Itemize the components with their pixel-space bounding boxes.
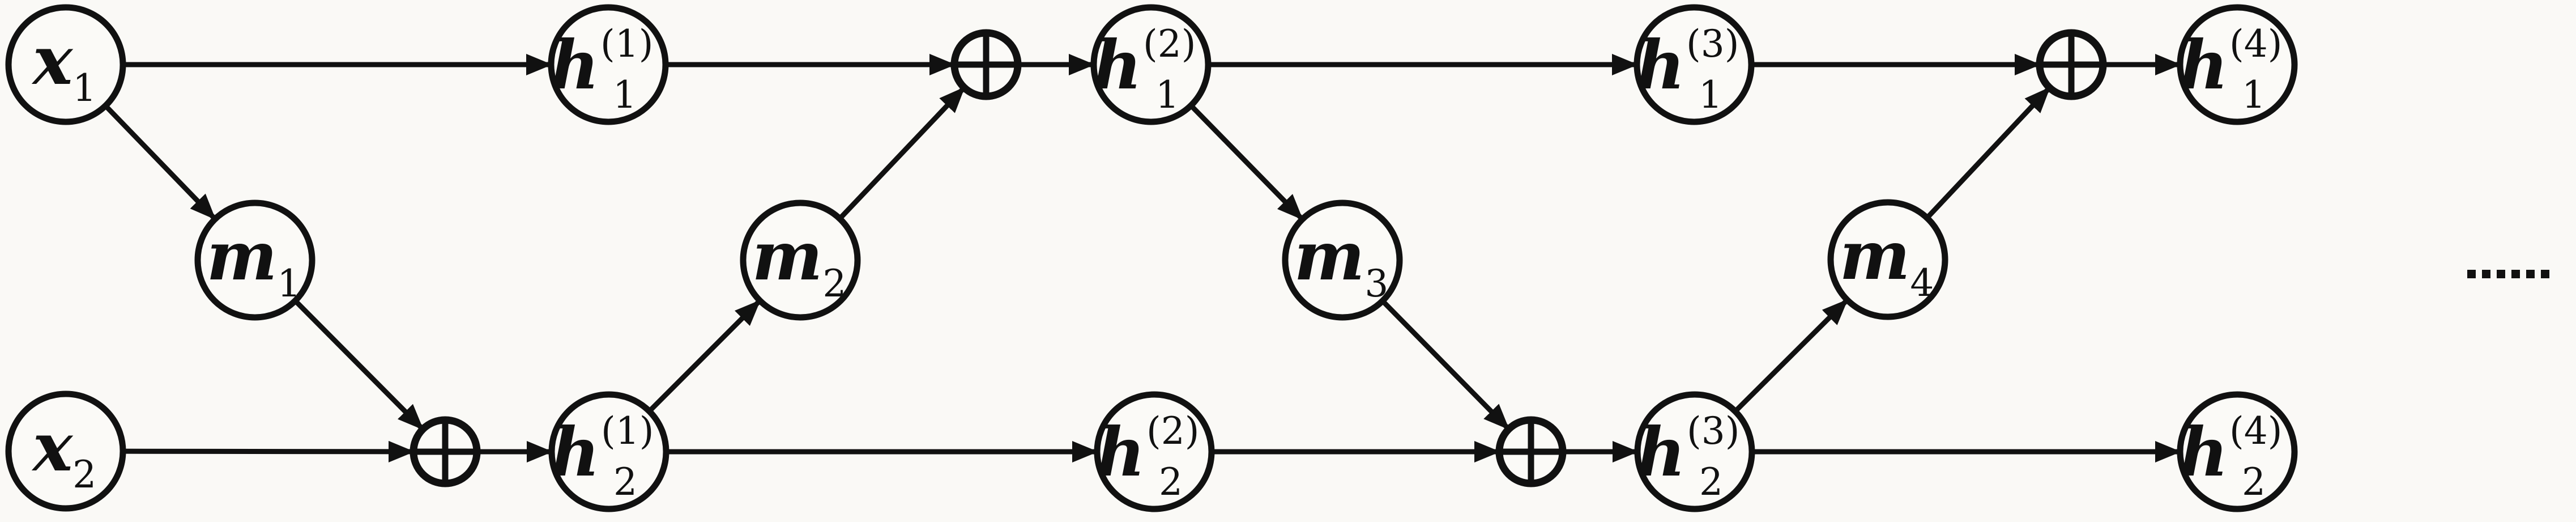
ellipsis-dot — [2526, 270, 2535, 278]
edge-m2-to-plus_t1 — [837, 86, 966, 222]
node-m2: m2 — [740, 200, 861, 321]
node-label: x1 — [31, 21, 96, 110]
node-h1_3: h(3) 1 — [1634, 4, 1755, 125]
node-h1_1: h(1) 1 — [548, 4, 669, 125]
node-label-subscript: 2 — [1159, 460, 1183, 504]
node-label-subscript: 1 — [613, 73, 637, 117]
ellipsis-dot — [2482, 270, 2490, 278]
node-h2_4: h(4) 2 — [2177, 391, 2298, 512]
node-label-superscript: (3) — [1686, 22, 1739, 66]
node-circle — [740, 200, 861, 321]
node-h2_2: h(2) 2 — [1094, 391, 1215, 512]
node-label-main: h — [1637, 413, 1686, 491]
node-label-superscript: (1) — [601, 409, 654, 453]
edge-x2-to-plus_b1 — [121, 440, 415, 462]
sum-op-plus_t1 — [950, 29, 1022, 100]
node-circle — [5, 391, 126, 512]
node-label-subscript: 2 — [1699, 460, 1723, 504]
node-circle — [2177, 391, 2298, 512]
node-label: m4 — [1840, 216, 1934, 305]
node-label-main: h — [1097, 413, 1145, 491]
node-circle — [1634, 391, 1755, 512]
node-circle — [2177, 4, 2298, 125]
edge-m4-to-plus_t2 — [1924, 86, 2052, 221]
node-label-superscript: (1) — [600, 22, 654, 66]
node-label-superscript: (4) — [2229, 409, 2283, 453]
node-label-main: h — [2180, 413, 2228, 491]
node-label-main: h — [2180, 26, 2228, 104]
node-label-superscript: (3) — [1687, 409, 1740, 453]
node-label-main: h — [551, 413, 600, 491]
node-label-main: h — [551, 26, 599, 104]
node-label-subscript: 1 — [1155, 73, 1179, 117]
node-circle — [1090, 4, 1212, 125]
node-circle — [548, 391, 669, 512]
edges-layer — [103, 54, 2181, 462]
sum-op-plus_b1 — [410, 416, 481, 487]
edge-h2_1-to-m2 — [646, 299, 762, 414]
node-circle — [1634, 4, 1755, 125]
node-label-main: h — [1093, 26, 1142, 104]
node-h1_2: h(2) 1 — [1090, 4, 1212, 125]
node-label-subscript: 2 — [613, 460, 637, 504]
node-circle — [5, 4, 126, 125]
node-circle — [1827, 199, 1948, 320]
edge-m1-to-plus_b1 — [292, 298, 425, 431]
ellipsis-dot — [2467, 270, 2476, 278]
node-circle — [1282, 200, 1403, 321]
node-label-superscript: (2) — [1146, 409, 1200, 453]
node-label-subscript: 2 — [2242, 460, 2266, 504]
edge-x1-to-m1 — [103, 103, 217, 221]
sum-op-plus_t2 — [2036, 29, 2107, 100]
node-h2_1: h(1) 2 — [548, 391, 669, 512]
node-label-subscript: 1 — [1699, 73, 1722, 117]
node-label: m1 — [207, 217, 301, 305]
node-m4: m4 — [1827, 199, 1948, 320]
node-label: m2 — [752, 217, 847, 305]
ellipsis-dot — [2541, 270, 2549, 278]
ellipsis-dot — [2497, 270, 2505, 278]
node-label: x2 — [31, 408, 96, 496]
node-circle — [548, 4, 669, 125]
node-circle — [1094, 391, 1215, 512]
node-label-superscript: (4) — [2229, 22, 2283, 66]
node-x1: x1 — [5, 4, 126, 125]
node-label: m3 — [1294, 217, 1389, 305]
node-label-main: h — [1636, 26, 1685, 104]
sum-op-plus_b2 — [1495, 416, 1567, 487]
node-h1_4: h(4) 1 — [2177, 4, 2298, 125]
node-m3: m3 — [1282, 200, 1403, 321]
edge-h1_2-to-m3 — [1188, 103, 1304, 222]
node-label-superscript: (2) — [1143, 22, 1196, 66]
node-label-subscript: 1 — [2242, 73, 2266, 117]
node-circle — [194, 200, 315, 321]
edge-m3-to-plus_b2 — [1380, 298, 1511, 431]
node-x2: x2 — [5, 391, 126, 512]
node-m1: m1 — [194, 200, 315, 321]
node-h2_3: h(3) 2 — [1634, 391, 1755, 512]
edge-h2_3-to-m4 — [1733, 298, 1849, 414]
ellipsis-dot — [2511, 270, 2520, 278]
ellipsis-dots — [2467, 270, 2549, 278]
